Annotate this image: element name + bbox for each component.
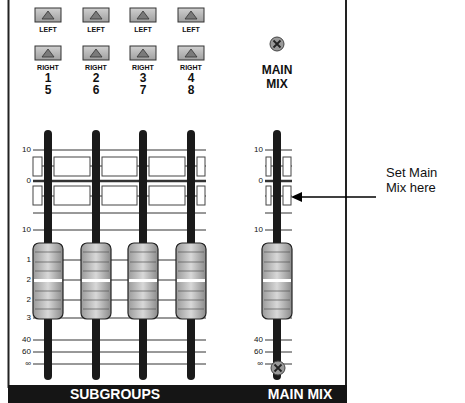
led-box <box>266 186 271 205</box>
scale-number: ∞ <box>25 360 31 368</box>
channel-number: 6 <box>93 84 100 96</box>
scale-tick <box>33 352 206 353</box>
callout-arrow <box>291 192 376 202</box>
button-label: RIGHT <box>180 64 202 71</box>
button-label: LEFT <box>87 26 105 33</box>
led-box <box>149 157 185 176</box>
button-label: LEFT <box>182 26 200 33</box>
scale-tick <box>265 300 292 301</box>
channel-button <box>35 46 61 60</box>
fader-knob <box>262 243 292 319</box>
fader-knob <box>176 243 206 319</box>
button-label: LEFT <box>39 26 57 33</box>
panel-edge <box>345 0 347 388</box>
fader-knob <box>128 243 158 319</box>
led-box <box>149 186 185 205</box>
channel-number: 8 <box>188 84 195 96</box>
scale-number: 10 <box>22 226 31 234</box>
led-box <box>197 186 205 205</box>
scale-number: 10 <box>254 226 263 234</box>
scale-number: 2 <box>27 276 31 284</box>
scale-number: 10 <box>22 146 31 154</box>
scale-tick <box>33 230 206 231</box>
scale-tick <box>33 364 206 365</box>
led-box <box>102 157 137 176</box>
label-band: SUBGROUPS MAIN MIX <box>8 385 347 403</box>
scale-tick <box>33 180 206 183</box>
screw-symbol <box>270 37 284 51</box>
led-box <box>266 157 271 176</box>
scale-number: ∞ <box>257 360 263 368</box>
scale-tick <box>33 340 206 341</box>
channel-button <box>130 46 156 60</box>
channel-number: 1 <box>45 72 52 84</box>
button-label: RIGHT <box>37 64 59 71</box>
scale-number: 40 <box>254 336 263 344</box>
channel-button <box>83 46 109 60</box>
channel-number: 5 <box>45 84 52 96</box>
led-box <box>102 186 137 205</box>
led-box <box>33 186 42 205</box>
panel-edge <box>8 0 10 388</box>
fader-knob <box>81 243 111 319</box>
scale-number: 3 <box>27 314 31 322</box>
scale-number: 0 <box>27 177 31 185</box>
section-label: SUBGROUPS <box>70 387 160 401</box>
button-label: LEFT <box>134 26 152 33</box>
scale-number: 0 <box>259 177 263 185</box>
led-box <box>283 157 291 176</box>
scale-tick <box>33 150 206 151</box>
led-box <box>283 186 291 205</box>
section-label: MAIN MIX <box>255 64 299 92</box>
led-box <box>33 157 42 176</box>
channel-button <box>178 8 204 22</box>
channel-button <box>130 8 156 22</box>
scale-number: 10 <box>254 146 263 154</box>
scale-tick <box>33 300 206 301</box>
scale-number: 2 <box>27 296 31 304</box>
scale-tick <box>33 213 206 214</box>
callout-note: Set Main Mix here <box>386 166 458 196</box>
scale-number: 40 <box>22 336 31 344</box>
fader-knob <box>33 243 63 319</box>
scale-number: 60 <box>22 348 31 356</box>
channel-button <box>35 8 61 22</box>
led-box <box>54 186 90 205</box>
scale-number: 1 <box>27 256 31 264</box>
screw-symbol <box>271 361 285 375</box>
led-box <box>54 157 90 176</box>
section-label: MAIN MIX <box>268 387 333 401</box>
button-label: RIGHT <box>85 64 107 71</box>
channel-number: 4 <box>188 72 195 84</box>
channel-number: 2 <box>93 72 100 84</box>
scale-number: 60 <box>254 348 263 356</box>
channel-button <box>178 46 204 60</box>
channel-number: 3 <box>140 72 147 84</box>
led-box <box>197 157 205 176</box>
button-label: RIGHT <box>132 64 154 71</box>
channel-number: 7 <box>140 84 147 96</box>
channel-button <box>83 8 109 22</box>
